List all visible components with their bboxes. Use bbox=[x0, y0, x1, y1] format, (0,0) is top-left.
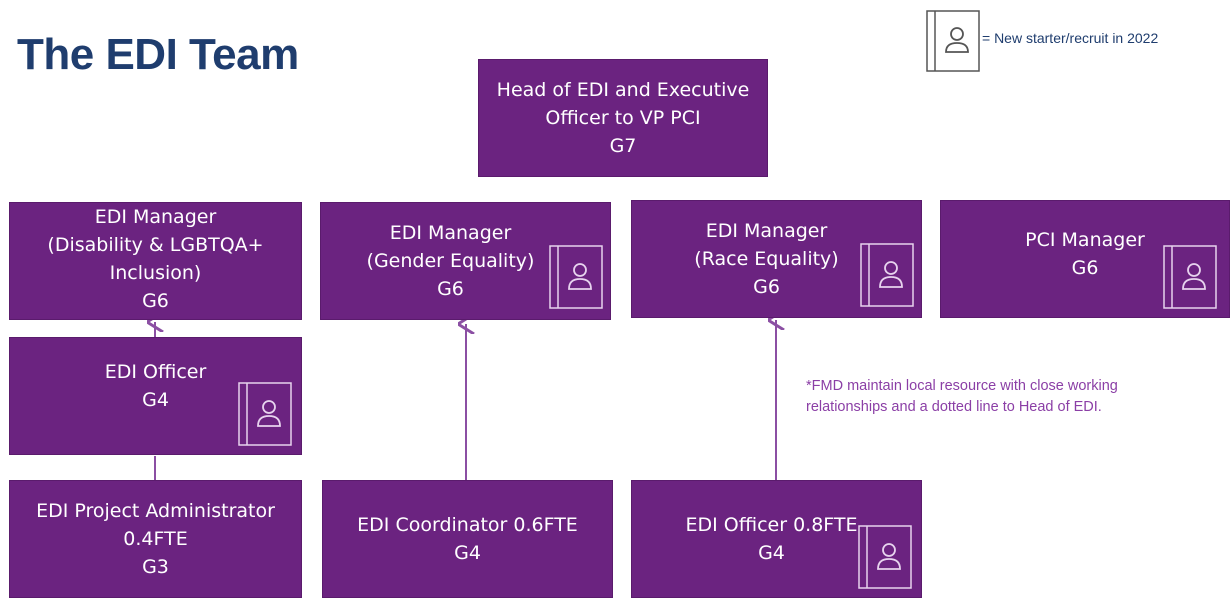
box-edi-project-administrator: EDI Project Administrator 0.4FTE G3 bbox=[9, 480, 302, 598]
box-lines: EDI Project Administrator 0.4FTE G3 bbox=[36, 497, 275, 581]
note-line: relationships and a dotted line to Head … bbox=[806, 399, 1102, 415]
box-lines: EDI Manager (Disability & LGBTQA+ Inclusio… bbox=[47, 203, 263, 315]
box-text-line: (Gender Equality) bbox=[366, 250, 535, 272]
box-text-line: G7 bbox=[609, 135, 637, 157]
box-edi-manager-gender: EDI Manager (Gender Equality) G6 bbox=[320, 202, 611, 320]
box-text-line: EDI Manager bbox=[389, 222, 512, 244]
new-starter-icon bbox=[926, 10, 980, 72]
box-text-line: (Disability & LGBTQA+ bbox=[47, 234, 264, 256]
page-title: The EDI Team bbox=[17, 30, 299, 79]
box-text-line: (Race Equality) bbox=[694, 248, 839, 270]
new-starter-icon bbox=[549, 245, 603, 309]
box-text-line: PCI Manager bbox=[1025, 229, 1145, 251]
box-text-line: EDI Coordinator 0.6FTE bbox=[357, 514, 578, 536]
box-lines: EDI Manager (Race Equality) G6 bbox=[694, 217, 838, 301]
new-starter-icon bbox=[1163, 245, 1217, 309]
box-edi-manager-disability: EDI Manager (Disability & LGBTQA+ Inclusio… bbox=[9, 202, 302, 320]
new-starter-icon bbox=[860, 243, 914, 307]
box-lines: EDI Coordinator 0.6FTE G4 bbox=[357, 511, 578, 567]
box-text-line: G4 bbox=[142, 389, 169, 411]
box-lines: EDI Manager (Gender Equality) G6 bbox=[367, 219, 535, 303]
new-starter-icon bbox=[238, 382, 292, 446]
box-text-line: EDI Project Administrator bbox=[36, 500, 275, 522]
box-text-line: EDI Manager bbox=[705, 220, 828, 242]
new-starter-icon bbox=[858, 525, 912, 589]
fmd-note: *FMD maintain local resource with close … bbox=[806, 376, 1216, 418]
box-text-line: 0.4FTE bbox=[123, 528, 188, 550]
box-text-line: G6 bbox=[142, 290, 169, 312]
box-text-line: EDI Manager bbox=[94, 206, 217, 228]
box-lines: EDI Officer 0.8FTE G4 bbox=[685, 511, 857, 567]
box-text-line: G3 bbox=[142, 556, 169, 578]
box-text-line: G6 bbox=[753, 276, 780, 298]
box-text-line: EDI Officer bbox=[104, 361, 207, 383]
box-text-line: G6 bbox=[437, 278, 464, 300]
box-text-line: G4 bbox=[758, 542, 785, 564]
box-text-line: G6 bbox=[1071, 257, 1099, 279]
box-text-line: EDI Officer 0.8FTE bbox=[685, 514, 858, 536]
legend: = New starter/recruit in 2022 bbox=[926, 10, 1226, 72]
box-edi-manager-race: EDI Manager (Race Equality) G6 bbox=[631, 200, 922, 318]
box-edi-coordinator: EDI Coordinator 0.6FTE G4 bbox=[322, 480, 613, 598]
box-text-line: Head of EDI and Executive bbox=[496, 79, 750, 101]
box-text-line: G4 bbox=[454, 542, 481, 564]
box-edi-officer-08fte: EDI Officer 0.8FTE G4 bbox=[631, 480, 922, 598]
box-text-line: Inclusion) bbox=[109, 262, 202, 284]
legend-text: = New starter/recruit in 2022 bbox=[982, 30, 1159, 46]
box-text-line: Officer to VP PCI bbox=[545, 107, 701, 129]
note-line: *FMD maintain local resource with close … bbox=[806, 378, 1118, 394]
